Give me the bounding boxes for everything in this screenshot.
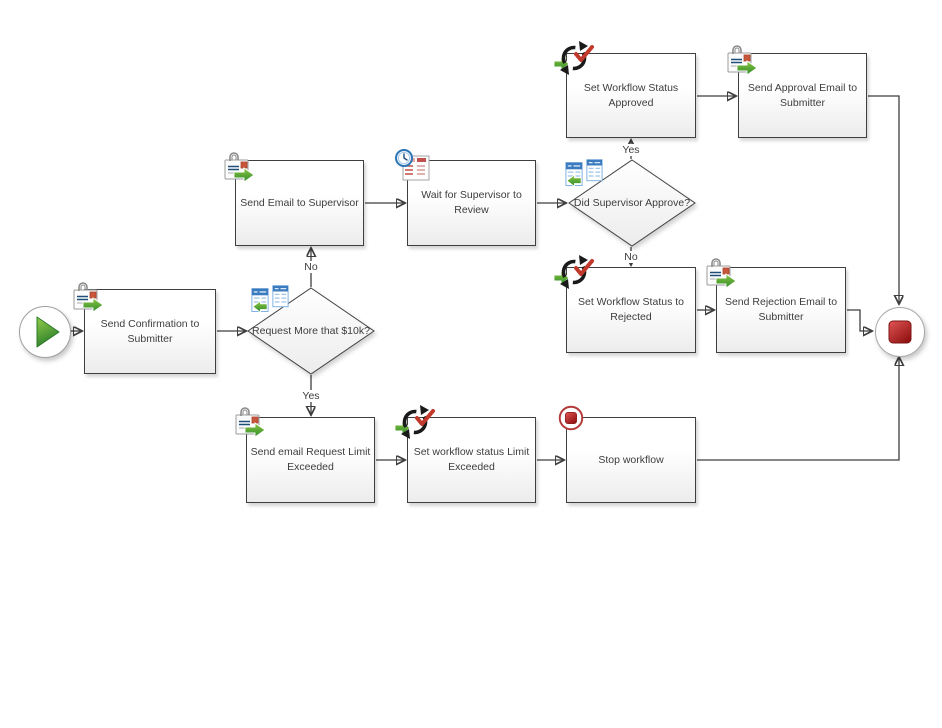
- stop-circle-icon: [556, 403, 586, 433]
- refresh-check-icon: [553, 39, 595, 77]
- refresh-check-icon: [394, 403, 436, 441]
- task-label: Send email Request Limit Exceeded: [250, 446, 371, 473]
- decision-label: Request More that $10k?: [252, 325, 370, 337]
- connector-approval-email-to-end: [868, 95, 899, 303]
- task-label: Send Rejection Email to Submitter: [724, 296, 838, 323]
- edge-label-yes: Yes: [299, 390, 323, 402]
- decision-shape: [568, 159, 696, 247]
- send-email-icon: [221, 151, 257, 185]
- send-email-icon: [703, 257, 739, 291]
- task-send-approval-email: Send Approval Email to Submitter: [738, 53, 867, 138]
- task-set-status-rejected: Set Workflow Status to Rejected: [566, 267, 696, 353]
- decision-label: Did Supervisor Approve?: [573, 197, 691, 209]
- task-set-status-limit: Set workflow status Limit Exceeded: [407, 417, 536, 503]
- task-send-rejection-email: Send Rejection Email to Submitter: [716, 267, 846, 353]
- send-email-icon: [724, 44, 760, 78]
- task-set-status-approved: Set Workflow Status Approved: [566, 53, 696, 138]
- clock-form-icon: [394, 149, 432, 183]
- decision-shape: [247, 287, 375, 375]
- task-label: Send Email to Supervisor: [240, 196, 359, 209]
- task-send-confirmation: Send Confirmation to Submitter: [84, 289, 216, 374]
- edge-label-no: No: [621, 251, 641, 263]
- decision-did-approve: Did Supervisor Approve?: [567, 158, 697, 248]
- task-stop-workflow: Stop workflow: [566, 417, 696, 503]
- task-send-limit-email: Send email Request Limit Exceeded: [246, 417, 375, 503]
- decision-request-more: Request More that $10k?: [246, 286, 376, 376]
- task-label: Send Confirmation to Submitter: [100, 317, 200, 345]
- task-label: Stop workflow: [598, 453, 664, 466]
- task-label: Wait for Supervisor to Review: [421, 189, 522, 216]
- stop-square-icon: [888, 320, 912, 344]
- task-label: Set Workflow Status Approved: [583, 81, 679, 109]
- task-label: Send Approval Email to Submitter: [747, 81, 858, 109]
- refresh-check-icon: [553, 253, 595, 291]
- table-compare-icon: [564, 158, 604, 192]
- connector-rejection-email-to-end: [847, 309, 871, 331]
- send-email-icon: [70, 281, 106, 315]
- edge-label-no: No: [301, 261, 321, 273]
- end-event: [875, 307, 925, 357]
- table-compare-icon: [250, 284, 290, 318]
- connector-stop-to-end: [697, 358, 899, 461]
- task-label: Set workflow status Limit Exceeded: [413, 446, 530, 473]
- task-send-email-supervisor: Send Email to Supervisor: [235, 160, 364, 246]
- send-email-icon: [232, 406, 268, 440]
- task-label: Set Workflow Status to Rejected: [577, 296, 684, 323]
- edge-label-yes: Yes: [619, 144, 643, 156]
- start-event: [19, 306, 71, 358]
- play-icon: [36, 316, 60, 348]
